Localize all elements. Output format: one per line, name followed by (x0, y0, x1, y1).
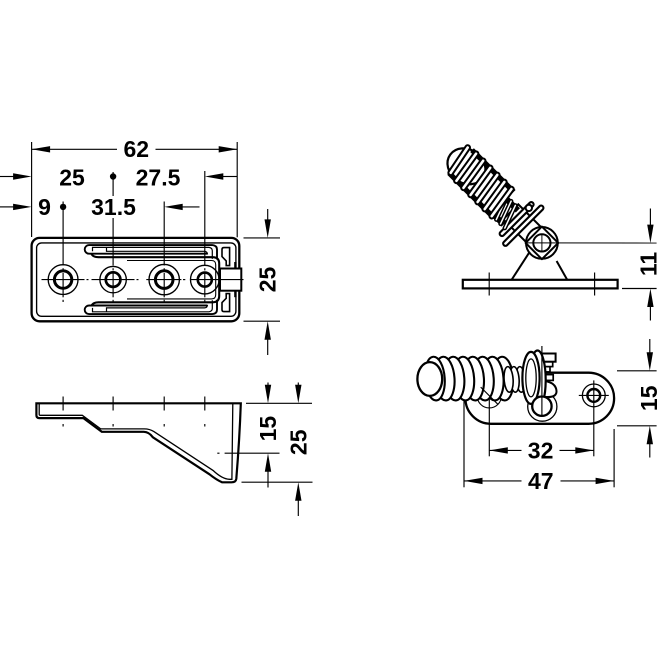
svg-text:9: 9 (38, 194, 51, 220)
svg-text:11: 11 (636, 252, 658, 277)
svg-text:15: 15 (636, 385, 658, 411)
svg-text:25: 25 (255, 267, 281, 293)
svg-text:32: 32 (528, 437, 554, 463)
svg-text:27.5: 27.5 (136, 164, 181, 190)
svg-text:62: 62 (124, 136, 150, 162)
svg-text:15: 15 (255, 416, 281, 442)
svg-text:47: 47 (528, 468, 554, 494)
svg-text:25: 25 (59, 164, 85, 190)
svg-text:25: 25 (285, 429, 311, 455)
svg-text:31.5: 31.5 (91, 194, 136, 220)
